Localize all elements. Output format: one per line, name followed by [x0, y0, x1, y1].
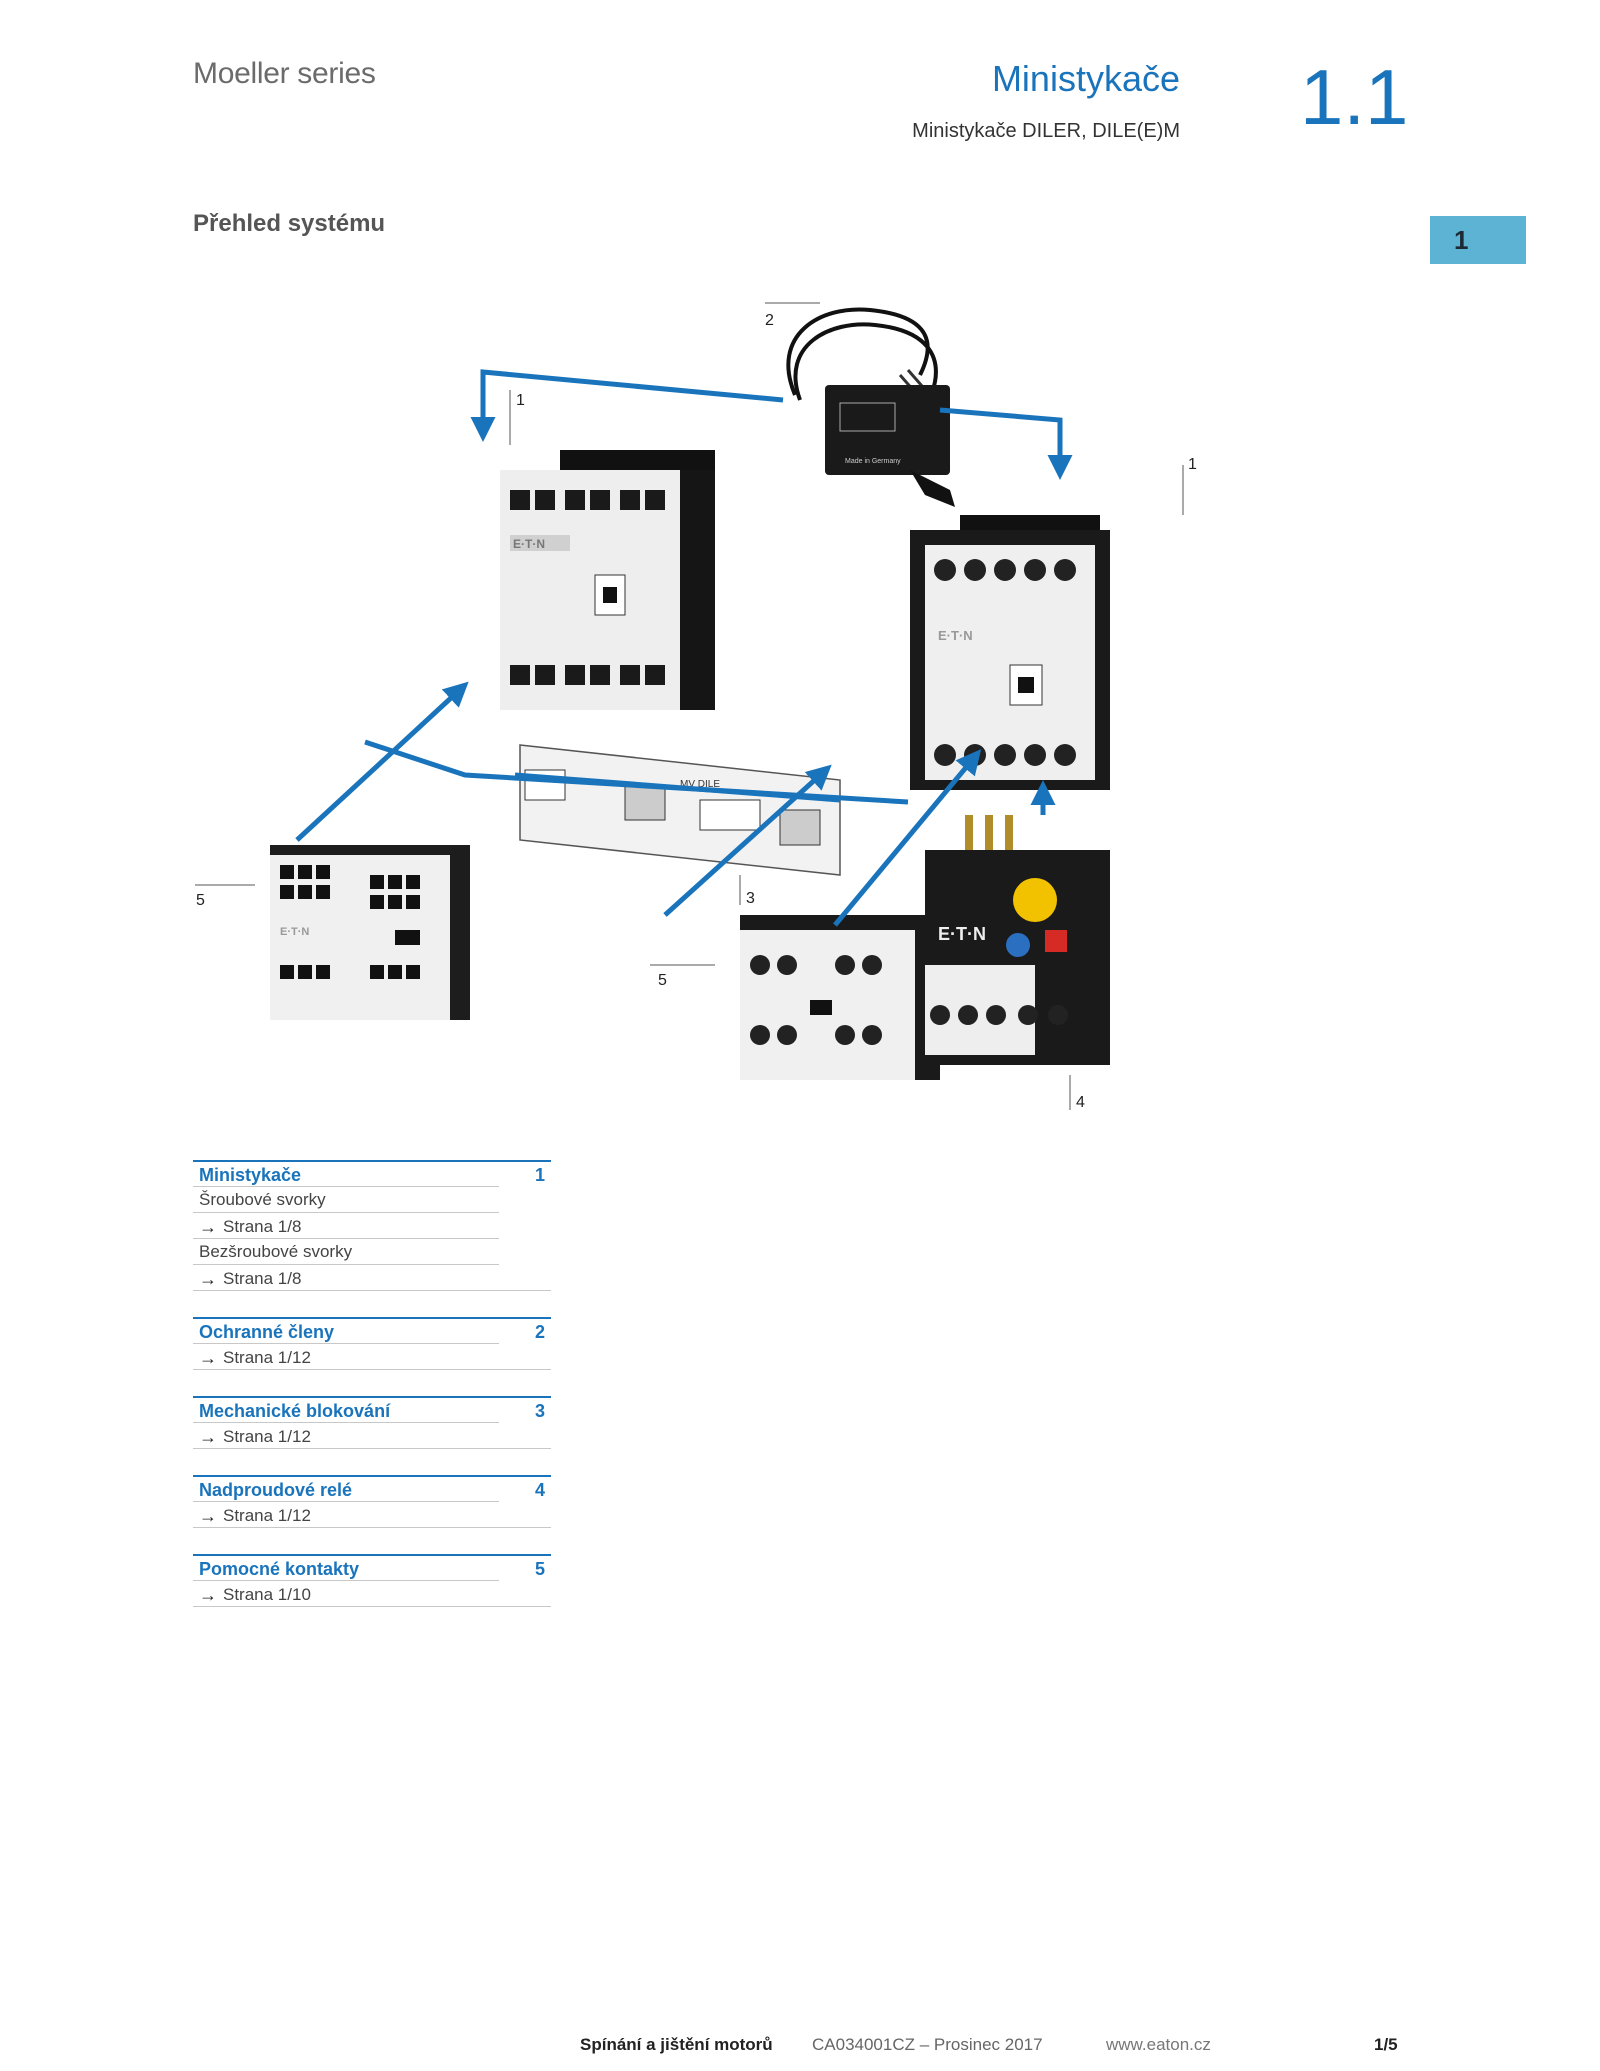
brand-label-right: E·T·N [938, 628, 973, 643]
legend-group-divider [193, 1448, 551, 1449]
footer-page-number: 1/5 [1374, 2035, 1398, 2054]
legend-row-text: Strana 1/8 [223, 1269, 302, 1288]
legend-group-divider [193, 1369, 551, 1370]
brand-label-aux-left: E·T·N [280, 926, 309, 938]
legend-row-text: Strana 1/12 [223, 1348, 311, 1367]
legend-group-heading: Mechanické blokování 3 [193, 1396, 551, 1422]
brand-label-relay: E·T·N [938, 924, 986, 944]
legend-group-heading: Ministykače 1 [193, 1160, 551, 1186]
callout-labels [195, 302, 1184, 1110]
footer-url[interactable]: www.eaton.cz [1106, 2035, 1211, 2054]
callout-label-1-left: 1 [516, 392, 525, 409]
legend-group-divider [193, 1527, 551, 1528]
chapter-tab-label: 1 [1454, 224, 1469, 255]
legend-row-text: Šroubové svorky [199, 1190, 326, 1209]
series-name: Moeller series [193, 57, 376, 90]
callout-label-3: 3 [746, 890, 755, 907]
arrow-right-icon: → [199, 1268, 217, 1289]
page-reference-link[interactable]: → Strana 1/12 [193, 1343, 499, 1369]
legend-group-number: 1 [534, 1165, 545, 1185]
arrow-right-icon: → [199, 1584, 217, 1605]
auxiliary-contact-right-image [740, 915, 940, 1080]
legend-group-heading: Nadproudové relé 4 [193, 1475, 551, 1501]
system-overview-diagram: Made in Germany E·T·N E·T·N [195, 302, 1197, 1111]
legend-row-text: Strana 1/12 [223, 1506, 311, 1525]
interlock-label: MV DILE [680, 779, 720, 790]
page-reference-link[interactable]: → Strana 1/12 [193, 1501, 499, 1527]
footer-title: Spínání a jištění motorů [580, 2035, 773, 2054]
legend-group-divider [193, 1290, 551, 1291]
legend-group: Mechanické blokování 3 → Strana 1/12 [193, 1396, 551, 1449]
legend-group-heading: Pomocné kontakty 5 [193, 1554, 551, 1580]
chapter-tab[interactable]: 1 [1430, 216, 1526, 264]
connection-arrows [295, 369, 1073, 927]
arrow-right-icon: → [199, 1505, 217, 1526]
callout-label-4: 4 [1076, 1094, 1085, 1111]
legend-group-heading: Ochranné členy 2 [193, 1317, 551, 1343]
surge-suppressor-image: Made in Germany [786, 307, 955, 507]
legend-group-divider [193, 1606, 551, 1607]
legend-group: Pomocné kontakty 5 → Strana 1/10 [193, 1554, 551, 1607]
legend-group: Ochranné členy 2 → Strana 1/12 [193, 1317, 551, 1370]
mechanical-interlock-image: MV DILE [519, 744, 841, 876]
arrow-right-icon: → [199, 1216, 217, 1237]
footer-document-code: CA034001CZ – Prosinec 2017 [812, 2035, 1043, 2054]
legend-group-number: 3 [534, 1401, 545, 1421]
legend-row: Šroubové svorky [193, 1186, 499, 1212]
legend-row-text: Bezšroubové svorky [199, 1242, 353, 1261]
legend-group-number: 4 [534, 1480, 545, 1500]
legend-group-title: Mechanické blokování [199, 1401, 391, 1421]
legend-row: Bezšroubové svorky [193, 1238, 499, 1264]
page-reference-link[interactable]: → Strana 1/12 [193, 1422, 499, 1448]
section-number: 1.1 [1300, 53, 1409, 141]
overload-relay-image: E·T·N [925, 815, 1110, 1065]
legend-group-title: Ochranné členy [199, 1322, 335, 1342]
legend-group-number: 2 [534, 1322, 545, 1342]
legend-group-title: Pomocné kontakty [199, 1559, 360, 1579]
legend-row-text: Strana 1/8 [223, 1217, 302, 1236]
page-reference-link[interactable]: → Strana 1/8 [193, 1212, 499, 1238]
arrow-right-icon: → [199, 1347, 217, 1368]
overview-heading: Přehled systému [193, 210, 386, 237]
legend-row-text: Strana 1/12 [223, 1427, 311, 1446]
callout-label-5-right: 5 [658, 972, 667, 989]
page-reference-link[interactable]: → Strana 1/10 [193, 1580, 499, 1606]
legend-group-number: 5 [534, 1559, 545, 1579]
brand-label-left: E·T·N [513, 537, 545, 551]
contactor-left-image: E·T·N [500, 450, 715, 710]
auxiliary-contact-left-image: E·T·N [270, 845, 470, 1020]
callout-label-1-right: 1 [1188, 456, 1197, 473]
legend-group-title: Nadproudové relé [199, 1480, 353, 1500]
legend-group: Nadproudové relé 4 → Strana 1/12 [193, 1475, 551, 1528]
legend-group-title: Ministykače [199, 1165, 302, 1185]
arrow-right-icon: → [199, 1426, 217, 1447]
made-in-label: Made in Germany [845, 458, 901, 465]
callout-label-2: 2 [765, 312, 774, 329]
section-subtitle: Ministykače DILER, DILE(E)M [912, 120, 1180, 142]
page-reference-link[interactable]: → Strana 1/8 [193, 1264, 499, 1290]
callout-label-5-left: 5 [196, 892, 205, 909]
legend-row-text: Strana 1/10 [223, 1585, 311, 1604]
contactor-right-image: E·T·N [910, 515, 1110, 790]
section-title: Ministykače [991, 58, 1180, 99]
